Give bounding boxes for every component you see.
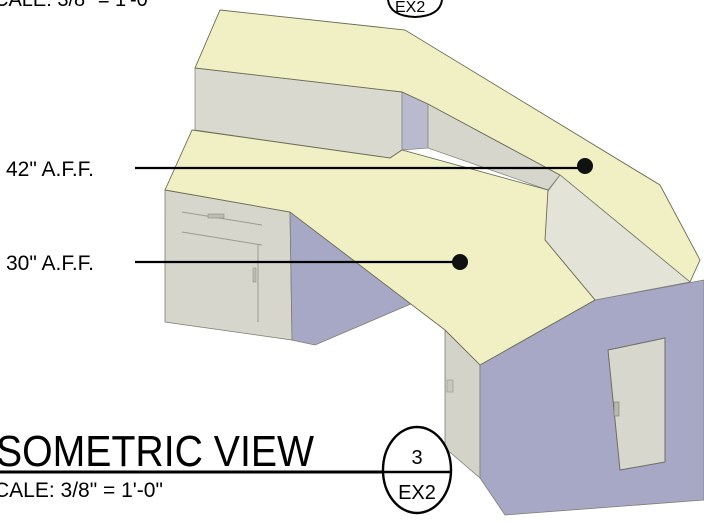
lower-counter-top: [164, 129, 596, 366]
callout-upper: 42" A.F.F.: [6, 158, 593, 181]
scale-text: CALE: 3/8" = 1'-0": [0, 479, 163, 502]
view-title: SOMETRIC VIEW: [0, 427, 314, 476]
detail-bubble: [381, 425, 453, 515]
drawer-line: [181, 211, 263, 226]
top-bubble-sheet: EX2: [395, 0, 425, 16]
detail-number: 3: [411, 447, 422, 469]
drawer-pull-icon: [207, 213, 225, 219]
center-cabinet-pull-icon: [446, 379, 454, 393]
title-block: SOMETRIC VIEW CALE: 3/8" = 1'-0" 3 EX2: [0, 425, 453, 515]
door-handle-icon: [252, 267, 257, 283]
callout-lower: 30" A.F.F.: [6, 252, 468, 275]
top-title-block: CALE: 3/8" = 1'-0" EX2: [0, 0, 443, 19]
drawer-line: [181, 231, 263, 246]
callout-label-42: 42" A.F.F.: [6, 158, 94, 181]
top-detail-bubble: [387, 0, 443, 19]
callout-label-30: 30" A.F.F.: [6, 252, 94, 275]
lower-counter: [164, 129, 704, 516]
top-scale-text: CALE: 3/8" = 1'-0": [0, 0, 155, 11]
detail-sheet: EX2: [398, 482, 436, 504]
leader-dot: [452, 254, 468, 270]
access-door: [607, 337, 666, 471]
access-door-handle-icon: [613, 401, 620, 417]
leader-dot: [577, 158, 593, 174]
